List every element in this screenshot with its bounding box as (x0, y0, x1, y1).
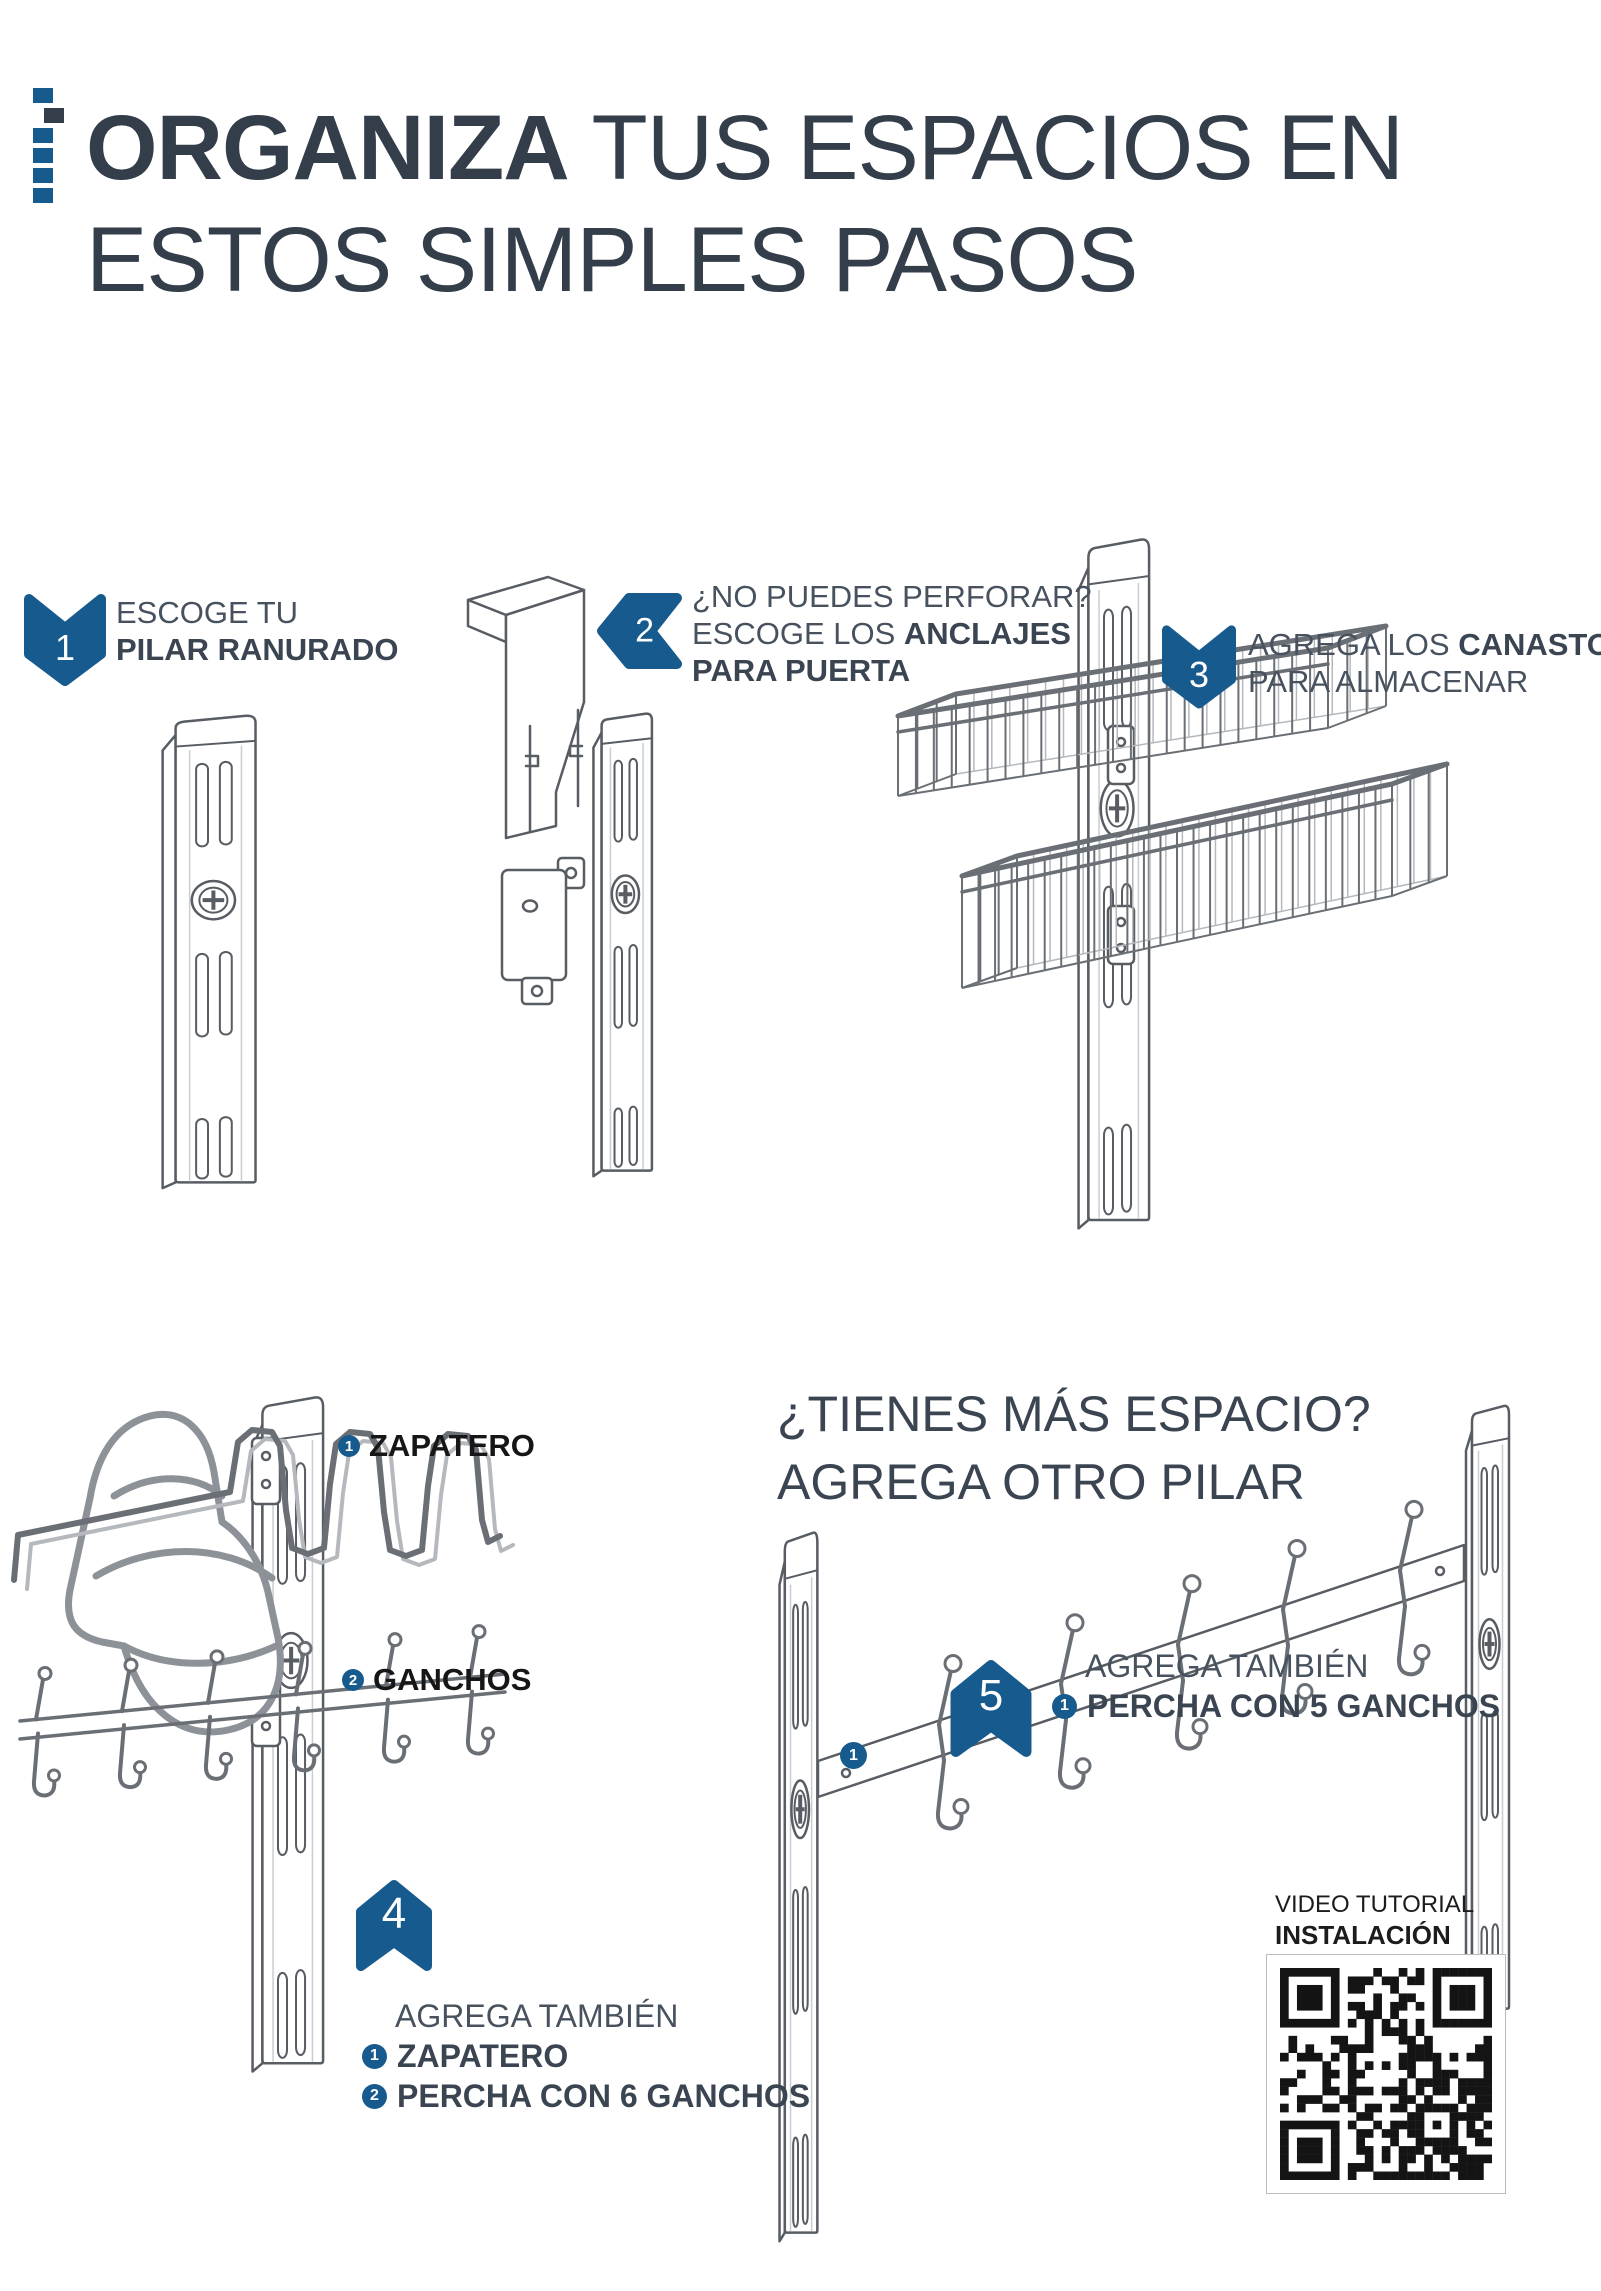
title-line2: ESTOS SIMPLES PASOS (86, 209, 1138, 311)
baskets-on-pillar-illustration (895, 520, 1450, 1240)
step-2-line2-bold: ANCLAJES (903, 616, 1071, 651)
shoe-rack-wire (11, 1427, 515, 1591)
step-5-item1-text: PERCHA CON 5 GANCHOS (1087, 1688, 1501, 1724)
rail-marker-bullet: 1 (840, 1742, 867, 1769)
step-5-number: 5 (978, 1671, 1004, 1721)
chevron-down-badge-icon (24, 594, 106, 686)
door-anchor-illustration (466, 575, 654, 1179)
step-3-line1-regular: AGREGA LOS (1248, 627, 1459, 662)
step-4-intro: AGREGA TAMBIÉN (395, 1998, 679, 2034)
step-3-line1: AGREGA LOS CANASTOS (1248, 626, 1601, 663)
step-4-item1-text: ZAPATERO (397, 2038, 569, 2074)
step-4-text: AGREGA TAMBIÉN 1 ZAPATERO 2 PERCHA CON 6… (362, 1996, 810, 2116)
step-3-text: AGREGA LOS CANASTOS PARA ALMACENAR (1248, 626, 1601, 700)
chevron-left-badge-icon (597, 593, 682, 669)
step-5-text: AGREGA TAMBIÉN 1 PERCHA CON 5 GANCHOS (1052, 1646, 1500, 1726)
step-1-number: 1 (54, 627, 76, 669)
slotted-pillar-illustration (146, 710, 266, 1194)
title-bold: ORGANIZA (86, 97, 570, 199)
shoe-rack-and-hooks-illustration (11, 1380, 515, 2080)
qr-code (1266, 1954, 1506, 2194)
step-2-text: ¿NO PUEDES PERFORAR? ESCOGE LOS ANCLAJES… (692, 578, 1092, 689)
step-3-line2: PARA ALMACENAR (1248, 664, 1529, 699)
step-2-badge: 2 (596, 592, 686, 670)
step-1-line2: PILAR RANURADO (116, 632, 399, 667)
chevron-down-badge-icon (1162, 625, 1236, 709)
step-2-number: 2 (635, 611, 655, 650)
bullet-2-icon: 2 (342, 1669, 364, 1691)
bullet-1-icon: 1 (338, 1435, 360, 1457)
step-4-badge: 4 (356, 1880, 432, 1972)
title-rest: TUS ESPACIOS EN (568, 97, 1404, 199)
step-4-number: 4 (381, 1889, 407, 1939)
label-ganchos-text: GANCHOS (373, 1662, 532, 1697)
step-1-line1: ESCOGE TU (116, 595, 299, 630)
hook-rail-6 (18, 1624, 507, 1798)
chevron-up-badge-icon (356, 1880, 432, 1971)
step-5-badge: 5 (950, 1660, 1032, 1758)
rail-hooks-5 (935, 1499, 1431, 1831)
anchor-plate (500, 856, 586, 1006)
step-2-line1: ¿NO PUEDES PERFORAR? (692, 579, 1092, 614)
over-door-hook (466, 575, 586, 840)
dotted-bar-icon (33, 88, 73, 208)
video-tutorial-label: VIDEO TUTORIAL INSTALACIÓN (1275, 1890, 1474, 1950)
step-2-line3: PARA PUERTA (692, 653, 911, 688)
video-tutorial-line1: VIDEO TUTORIAL (1275, 1891, 1475, 1918)
step-3-badge: 3 (1162, 620, 1236, 712)
more-space-line2: AGREGA OTRO PILAR (777, 1454, 1305, 1510)
step-4-item2-text: PERCHA CON 6 GANCHOS (397, 2078, 811, 2114)
step-5-intro: AGREGA TAMBIÉN (1085, 1648, 1369, 1684)
step-2-line2-regular: ESCOGE LOS (692, 616, 904, 651)
more-space-line1: ¿TIENES MÁS ESPACIO? (777, 1386, 1371, 1442)
step-1-text: ESCOGE TU PILAR RANURADO (116, 594, 398, 668)
bullet-2-icon: 2 (362, 2083, 387, 2109)
step-3-line1-bold: CANASTOS (1458, 627, 1601, 662)
label-zapatero-text: ZAPATERO (369, 1428, 535, 1463)
step-1-badge: 1 (24, 592, 106, 686)
step-4-item1: 1 ZAPATERO (362, 2036, 810, 2076)
wire-basket-lower (959, 761, 1450, 989)
step-4-item2: 2 PERCHA CON 6 GANCHOS (362, 2076, 810, 2116)
bullet-1-icon: 1 (362, 2043, 387, 2069)
chevron-up-badge-icon (950, 1660, 1032, 1757)
more-space-heading: ¿TIENES MÁS ESPACIO? AGREGA OTRO PILAR (777, 1380, 1371, 1516)
qr-code-icon (1280, 1968, 1492, 2180)
video-tutorial-line2: INSTALACIÓN (1275, 1920, 1451, 1950)
step-3-number: 3 (1188, 654, 1210, 696)
bullet-1-icon: 1 (1052, 1693, 1077, 1719)
label-zapatero: 1 ZAPATERO (338, 1428, 535, 1464)
step-5-item1: 1 PERCHA CON 5 GANCHOS (1052, 1686, 1500, 1726)
label-ganchos: 2 GANCHOS (342, 1662, 531, 1698)
step-2-line2: ESCOGE LOS ANCLAJES (692, 615, 1092, 652)
